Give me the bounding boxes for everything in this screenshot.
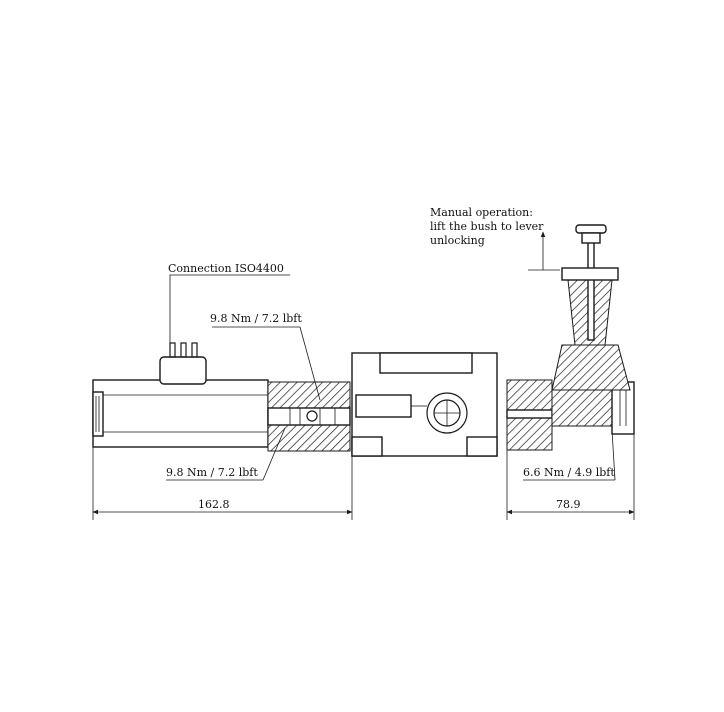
torque-label-right: 6.6 Nm / 4.9 lbft: [523, 466, 615, 479]
manual-operation-line3: unlocking: [430, 234, 485, 247]
leader-lines: [166, 231, 616, 481]
torque-label-top: 9.8 Nm / 7.2 lbft: [210, 312, 302, 325]
manual-operation-line2: lift the bush to lever: [430, 220, 544, 233]
manual-operation-title: Manual operation:: [430, 206, 533, 219]
dimension-left-value: 162.8: [198, 498, 230, 511]
dimension-right-value: 78.9: [556, 498, 581, 511]
solenoid-coil: [92, 379, 269, 448]
valve-body: [351, 352, 498, 457]
dimension-lines: [92, 434, 635, 520]
connection-label: Connection ISO4400: [168, 262, 284, 275]
iso4400-connector: [159, 342, 207, 385]
armature-tube: [267, 381, 351, 452]
manual-override-assembly: [506, 224, 635, 451]
torque-label-bottom: 9.8 Nm / 7.2 lbft: [166, 466, 258, 479]
